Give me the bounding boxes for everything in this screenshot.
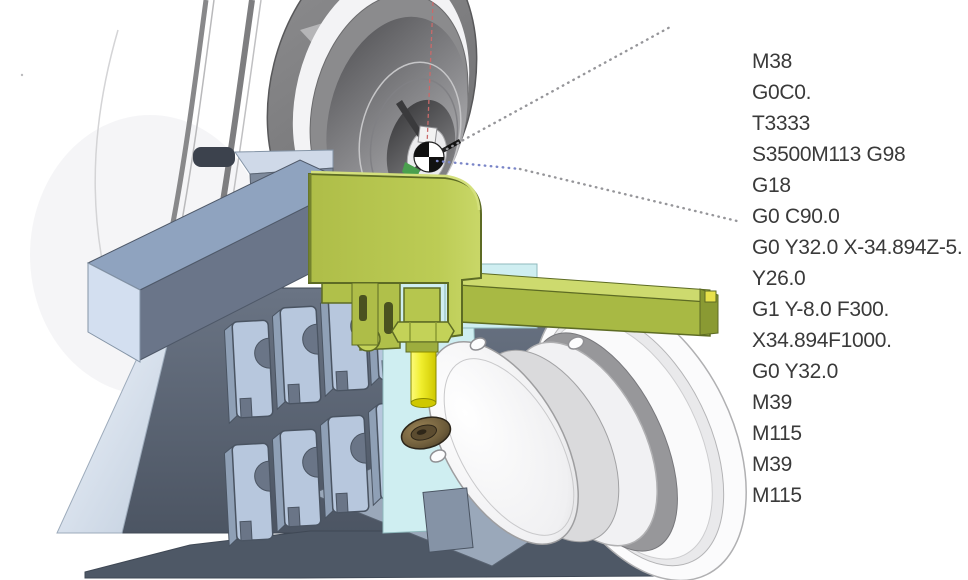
gcode-line: T3333: [752, 112, 811, 135]
tool-clamp: [271, 305, 322, 411]
tool-socket: [403, 287, 441, 323]
gcode-line: X34.894F1000.: [752, 329, 892, 352]
leader-line-lower: [518, 167, 739, 223]
stray-dot: [20, 73, 24, 77]
gcode-line: M38: [752, 50, 792, 73]
workpiece: [400, 416, 452, 450]
arm-yellow-insert: [704, 290, 717, 303]
block-top-highlight: [310, 170, 481, 211]
gcode-line: G1 Y-8.0 F300.: [752, 298, 890, 321]
spindle-centerline: [426, 1, 434, 147]
turret-knob: [193, 147, 235, 167]
tool-collar: [405, 341, 439, 353]
gcode-line: G0 C90.0: [752, 205, 840, 228]
gcode-line: G0 Y32.0: [752, 360, 838, 383]
tool-clamp: [319, 414, 370, 520]
base-block: [422, 487, 474, 553]
leader-line-upper: [445, 24, 674, 151]
tailstock: [427, 294, 747, 580]
gcode-line: S3500M113 G98: [752, 143, 906, 166]
beam-end-face: [87, 262, 141, 363]
bolt-hole: [567, 336, 585, 350]
tailstock-face-ring: [443, 358, 575, 536]
annotation-overlay: [20, 1, 739, 223]
bolt-hole: [469, 337, 487, 351]
tool-clamp: [223, 442, 274, 548]
gcode-line: M115: [752, 422, 802, 445]
gcode-line: G0 Y32.0 X-34.894Z-5.: [752, 236, 963, 259]
drill-tip: [410, 398, 437, 408]
origin-marker: [413, 141, 445, 173]
tool-clamp: [223, 319, 274, 425]
gcode-line: G18: [752, 174, 791, 197]
flange-slot: [384, 302, 393, 334]
housing-band: [169, 0, 209, 229]
tab-slot: [359, 295, 367, 321]
gcode-line: G0C0.: [752, 81, 812, 104]
gcode-line: M115: [752, 484, 802, 507]
hex-adapter: [391, 321, 455, 343]
housing-band-line: [180, 0, 215, 227]
gcode-line: M39: [752, 453, 792, 476]
tool-holder-assembly: [308, 170, 719, 408]
bolt-hole: [429, 449, 447, 463]
turret-beam: [86, 159, 354, 363]
tailstock-face: [427, 341, 579, 545]
gcode-line: Y26.0: [752, 267, 806, 290]
drill-tool: [410, 351, 437, 403]
leader-line-lower-blue: [435, 159, 522, 171]
gcode-line: M39: [752, 391, 792, 414]
tool-clamp: [271, 428, 322, 534]
